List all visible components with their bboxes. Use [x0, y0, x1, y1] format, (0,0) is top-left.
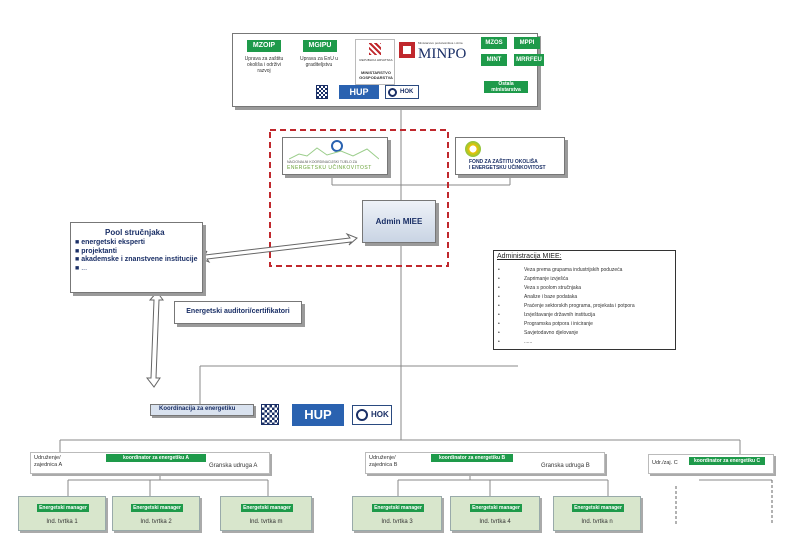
- list-item: •......: [498, 339, 533, 345]
- company-2-manager[interactable]: Energetski manager: [131, 504, 183, 512]
- company-1-label: Ind. tvrtka 1: [46, 519, 78, 525]
- coat-of-arms-icon: [316, 85, 328, 99]
- list-item: •Analize i baze podataka: [498, 294, 578, 300]
- company-3-label: Ind. tvrtka 3: [381, 519, 413, 525]
- group-c-coordinator[interactable]: koordinator za energetiku C: [689, 457, 765, 465]
- mingo-logo: REPUBLIKA HRVATSKA MINISTARSTVO GOSPODAR…: [355, 39, 395, 85]
- minpo-small: Ministarstvo poduzetništva i obrta: [418, 41, 463, 45]
- company-m-box: Energetski manager Ind. tvrtka m: [220, 496, 312, 531]
- list-item: ■ projektanti: [75, 248, 117, 255]
- fond-line2: I ENERGETSKU UČINKOVITOST: [469, 165, 546, 171]
- pool-box: Pool stručnjaka ■ energetski eksperti ■ …: [70, 222, 203, 293]
- list-item: ■ energetski eksperti: [75, 239, 145, 246]
- hup-logo: HUP: [292, 404, 344, 426]
- auditori-label: Energetski auditori/certifikatori: [186, 308, 290, 315]
- mingo-small: REPUBLIKA HRVATSKA: [359, 58, 393, 62]
- group-a-granska: Granska udruga A: [209, 463, 258, 469]
- hok-logo: HOK: [352, 405, 392, 425]
- company-3-manager[interactable]: Energetski manager: [372, 504, 424, 512]
- list-item: •Veza s poolom stručnjaka: [498, 285, 581, 291]
- list-item: •Izvještavanje državnih institucija: [498, 312, 596, 318]
- mzoip-label[interactable]: MZOIP: [247, 40, 281, 52]
- mingo-emblem-icon: [369, 43, 381, 55]
- list-item: •Savjetodavno djelovanje: [498, 330, 579, 336]
- company-n-label: Ind. tvrtka n: [581, 519, 613, 525]
- pool-title: Pool stručnjaka: [105, 228, 165, 237]
- mzos-label[interactable]: MZOS: [481, 37, 507, 49]
- mint-label[interactable]: MINT: [481, 54, 507, 66]
- company-4-label: Ind. tvrtka 4: [479, 519, 511, 525]
- group-c-box: Udr./zaj. C koordinator za energetiku C: [648, 454, 774, 474]
- coat-of-arms-icon: [261, 404, 279, 425]
- mgipu-desc: Uprava za EnU u graditeljstvu: [299, 56, 339, 68]
- nacionalni-box: NACIONALNI KOORDINACIJSKI TIJELO ZA ENER…: [282, 137, 388, 175]
- nacionalni-line2: ENERGETSKU UČINKOVITOST: [287, 165, 372, 171]
- company-n-box: Energetski manager Ind. tvrtka n: [553, 496, 641, 531]
- minpo-name: MINPO: [418, 46, 467, 62]
- list-item: •Programska potpora i iniciranje: [498, 321, 593, 327]
- administracija-box: Administracija MIEE: •Veza prema grupama…: [493, 250, 676, 350]
- group-a-box: Udruženje/ zajednica A koordinator za en…: [30, 452, 270, 474]
- company-3-box: Energetski manager Ind. tvrtka 3: [352, 496, 442, 531]
- hok-logo-text: HOK: [400, 89, 414, 95]
- nacionalni-logo-icon: [331, 140, 343, 152]
- mgipu-label[interactable]: MGIPU: [303, 40, 337, 52]
- hup-logo-text: HUP: [304, 407, 332, 422]
- hok-ring-icon: [388, 88, 397, 97]
- list-item: ■ akademske i znanstvene institucije: [75, 256, 198, 263]
- list-item: ■ ...: [75, 265, 88, 272]
- ministries-panel: MZOIP Uprava za zaštitu okoliša i održiv…: [232, 33, 544, 107]
- koordinacija-label: Koordinacija za energetiku: [159, 406, 236, 412]
- minpo-mark-icon: [399, 42, 415, 58]
- group-b-box: Udruženje/ zajednica B koordinator za en…: [365, 452, 605, 474]
- company-m-manager[interactable]: Energetski manager: [241, 504, 293, 512]
- administracija-title: Administracija MIEE:: [497, 253, 562, 260]
- mrrfeu-label[interactable]: MRRFEU: [514, 54, 544, 66]
- company-m-label: Ind. tvrtka m: [249, 519, 283, 525]
- ostala-ministarstva-label[interactable]: Ostala ministarstva: [484, 81, 528, 93]
- list-item: •Zaprimanje izvješća: [498, 276, 569, 282]
- hok-logo-text: HOK: [371, 410, 389, 419]
- nacionalni-skyline-icon: [289, 147, 379, 160]
- hup-logo: HUP: [339, 85, 379, 99]
- group-c-name: Udr./zaj. C: [652, 460, 678, 466]
- mzoip-desc: Uprava za zaštitu okoliša i održivi razv…: [244, 56, 284, 74]
- list-item: •Praćenje sektorskih programa, projekata…: [498, 303, 635, 309]
- company-1-box: Energetski manager Ind. tvrtka 1: [18, 496, 106, 531]
- group-b-coordinator[interactable]: koordinator za energetiku B: [431, 454, 513, 462]
- koordinacija-box: Koordinacija za energetiku: [150, 404, 254, 416]
- company-4-manager[interactable]: Energetski manager: [470, 504, 522, 512]
- group-b-name: Udruženje/ zajednica B: [369, 455, 398, 468]
- minpo-logo: Ministarstvo poduzetništva i obrta MINPO: [398, 39, 470, 63]
- group-b-granska: Granska udruga B: [541, 463, 590, 469]
- administracija-list: •Veza prema grupama industrijskih poduze…: [498, 266, 674, 347]
- company-1-manager[interactable]: Energetski manager: [37, 504, 89, 512]
- mingo-name: MINISTARSTVO GOSPODARSTVA: [359, 70, 393, 80]
- company-2-box: Energetski manager Ind. tvrtka 2: [112, 496, 200, 531]
- pool-list: ■ energetski eksperti ■ projektanti ■ ak…: [75, 238, 199, 273]
- hup-logo-text: HUP: [349, 87, 369, 97]
- group-a-name: Udruženje/ zajednica A: [34, 455, 63, 468]
- fond-logo-icon: [465, 141, 481, 157]
- fond-line1: FOND ZA ZAŠTITU OKOLIŠA: [469, 159, 538, 165]
- company-4-box: Energetski manager Ind. tvrtka 4: [450, 496, 540, 531]
- hok-ring-icon: [356, 409, 368, 421]
- auditori-box: Energetski auditori/certifikatori: [174, 301, 302, 324]
- fond-box: FOND ZA ZAŠTITU OKOLIŠA I ENERGETSKU UČI…: [455, 137, 565, 175]
- hok-logo: HOK: [385, 85, 419, 99]
- mppi-label[interactable]: MPPI: [514, 37, 540, 49]
- admin-miee-box[interactable]: Admin MIEE: [362, 200, 436, 243]
- company-n-manager[interactable]: Energetski manager: [572, 504, 624, 512]
- admin-frame: [269, 129, 449, 267]
- list-item: •Veza prema grupama industrijskih poduze…: [498, 267, 623, 273]
- company-2-label: Ind. tvrtka 2: [140, 519, 172, 525]
- nacionalni-line1: NACIONALNI KOORDINACIJSKI TIJELO ZA: [287, 160, 358, 164]
- group-a-coordinator[interactable]: koordinator za energetiku A: [106, 454, 206, 462]
- admin-miee-label: Admin MIEE: [375, 217, 423, 226]
